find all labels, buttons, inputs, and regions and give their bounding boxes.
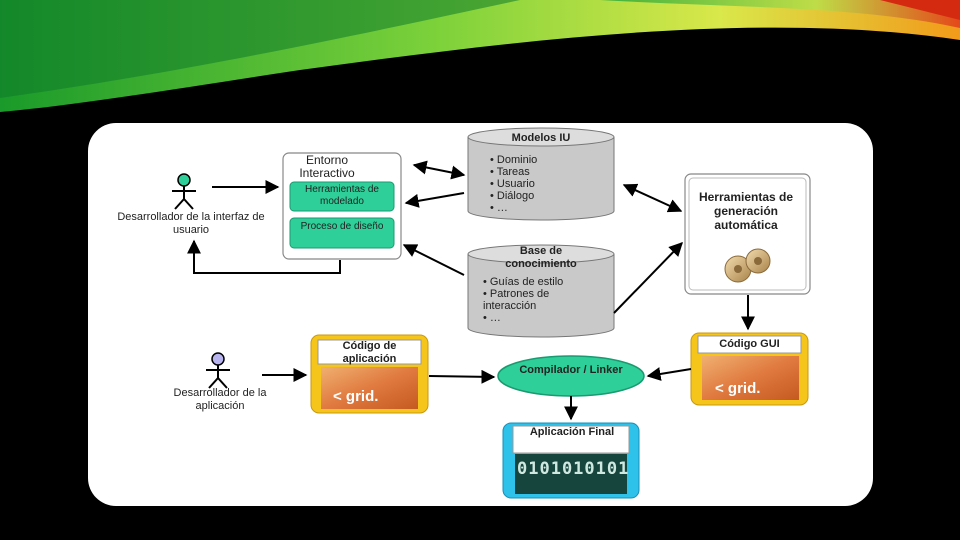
app-code-thumbnail (321, 367, 418, 409)
knowledge-base-list: Guías de estilo Patrones de interacción … (483, 276, 598, 324)
gui-code-thumbnail (702, 356, 799, 400)
decorative-banner (0, 0, 960, 112)
models-ui-item: … (490, 202, 610, 214)
binary-text: 0101010101 (517, 459, 630, 479)
modeling-tools-label: Herramientas de modelado (305, 184, 379, 207)
models-ui-item: Diálogo (490, 190, 610, 202)
entorno-title: Entorno Interactivo (299, 153, 355, 180)
models-ui-title: Modelos IU (511, 132, 571, 144)
gears-icon (724, 248, 771, 283)
app-code-thumb-text: < grid. (333, 388, 379, 405)
app-developer-label: Desarrollador de la aplicación (173, 387, 267, 412)
app-code-title: Código de aplicación (342, 340, 397, 365)
gui-code-thumb-text: < grid. (715, 380, 761, 397)
design-process-label: Proceso de diseño (300, 221, 384, 232)
app-developer-actor-icon (206, 352, 230, 389)
diagram-arrows (187, 160, 755, 421)
models-ui-list: Dominio Tareas Usuario Diálogo … (490, 154, 610, 214)
diagram (172, 127, 811, 499)
binary-thumbnail (515, 454, 627, 494)
knowledge-base-item: Guías de estilo (483, 276, 598, 288)
ui-developer-label: Desarrollador de la interfaz de usuario (117, 211, 265, 236)
modeling-tools-box (289, 181, 395, 212)
generation-tools-box (684, 173, 811, 295)
knowledge-base-item: Patrones de interacción (483, 288, 598, 312)
generation-tools-title: Herramientas de generación automática (698, 190, 794, 232)
models-ui-item: Tareas (490, 166, 610, 178)
knowledge-base-item: … (483, 312, 598, 324)
final-app-title: Aplicación Final (529, 426, 615, 438)
knowledge-base-title: Base de conocimiento (505, 245, 577, 270)
gui-code-title: Código GUI (719, 338, 780, 350)
models-ui-item: Dominio (490, 154, 610, 166)
compiler-title: Compilador / Linker (519, 364, 623, 376)
ui-developer-actor-icon (172, 173, 196, 210)
models-ui-item: Usuario (490, 178, 610, 190)
design-process-box (289, 217, 395, 249)
